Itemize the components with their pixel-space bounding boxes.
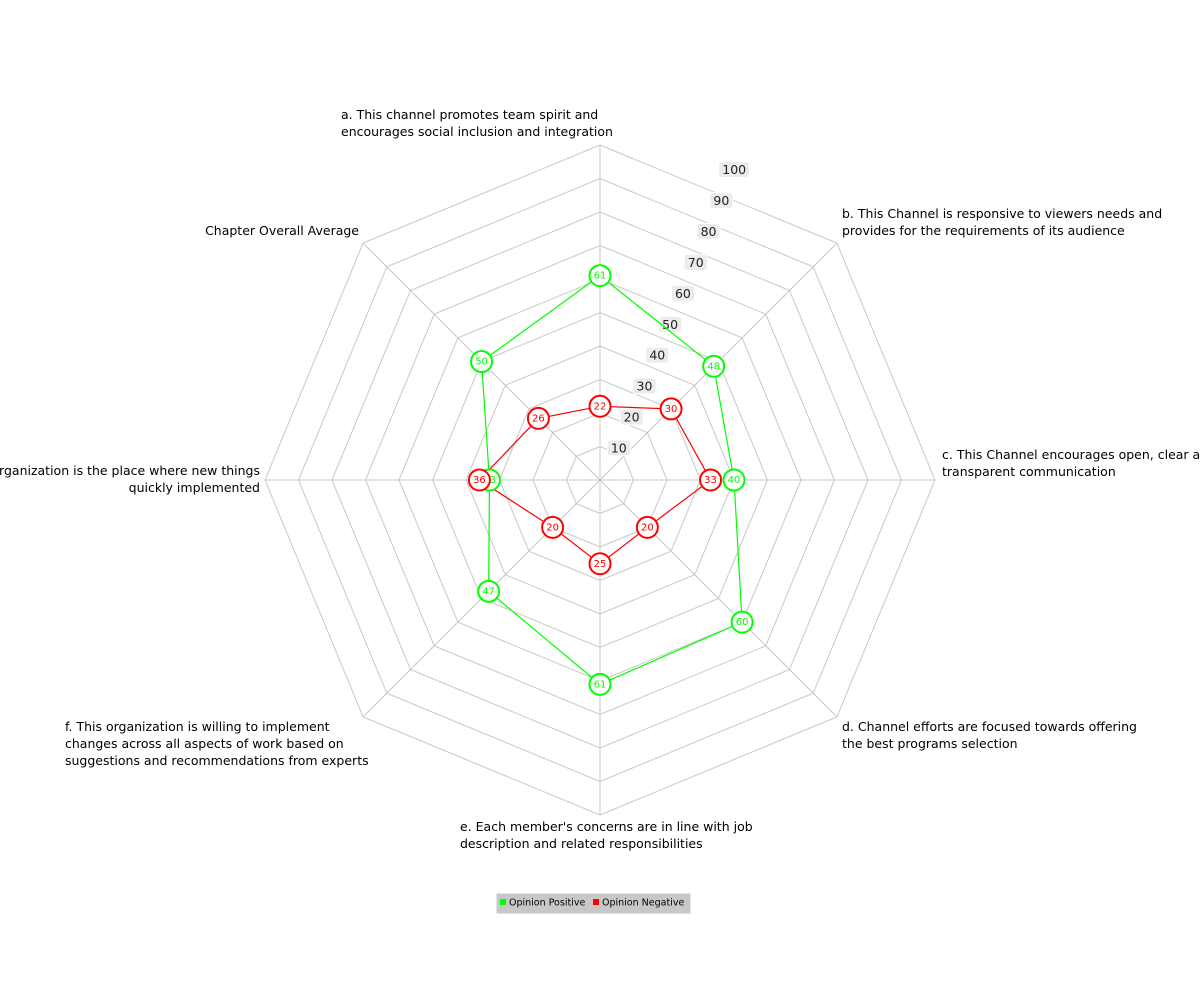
- svg-text:26: 26: [532, 413, 545, 424]
- svg-text:80: 80: [701, 224, 717, 239]
- legend-swatch-negative: [593, 899, 599, 905]
- axis-label: b. This Channel is responsive to viewers…: [842, 206, 1162, 238]
- data-point: 20: [541, 515, 565, 539]
- legend-label-negative: Opinion Negative: [602, 898, 684, 909]
- tick-label: 30: [632, 377, 657, 395]
- tick-label: 10: [606, 439, 631, 457]
- radar-axis-labels: a. This channel promotes team spirit and…: [0, 107, 1200, 851]
- svg-text:22: 22: [594, 401, 607, 412]
- svg-text:61: 61: [594, 271, 607, 282]
- svg-text:100: 100: [722, 162, 746, 177]
- data-point: 20: [635, 515, 659, 539]
- axis-label: organization is the place where new thin…: [0, 463, 260, 495]
- data-point: 60: [730, 610, 754, 634]
- svg-text:50: 50: [662, 317, 678, 332]
- tick-label: 20: [619, 408, 644, 426]
- svg-text:47: 47: [482, 586, 495, 597]
- grid-spoke: [599, 479, 838, 718]
- svg-text:70: 70: [688, 255, 704, 270]
- data-point: 48: [702, 354, 726, 378]
- svg-text:33: 33: [704, 475, 717, 486]
- tick-label: 60: [670, 284, 696, 302]
- legend-swatch-positive: [500, 899, 506, 905]
- tick-label: 100: [718, 161, 751, 179]
- svg-text:36: 36: [473, 475, 486, 486]
- data-point: 33: [699, 468, 723, 492]
- svg-text:48: 48: [707, 361, 720, 372]
- data-point: 50: [470, 350, 494, 374]
- legend-label-positive: Opinion Positive: [509, 898, 585, 909]
- svg-text:30: 30: [637, 379, 653, 394]
- svg-text:61: 61: [594, 679, 607, 690]
- tick-label: 80: [696, 222, 721, 240]
- data-point: 25: [588, 552, 612, 576]
- svg-text:60: 60: [736, 617, 749, 628]
- tick-label: 50: [657, 315, 683, 333]
- svg-text:25: 25: [594, 559, 607, 570]
- data-point: 26: [526, 406, 550, 430]
- tick-label: 90: [709, 191, 734, 209]
- legend: Opinion Positive Opinion Negative: [495, 892, 692, 915]
- svg-text:10: 10: [611, 441, 627, 456]
- data-point: 22: [588, 394, 612, 418]
- svg-text:90: 90: [713, 193, 729, 208]
- svg-text:50: 50: [475, 357, 488, 368]
- svg-text:20: 20: [641, 522, 654, 533]
- data-point: 61: [588, 264, 612, 288]
- axis-label: c. This Channel encourages open, clear a…: [942, 447, 1200, 479]
- axis-label: e. Each member's concerns are in line wi…: [460, 819, 753, 851]
- data-point: 40: [722, 468, 746, 492]
- radar-grid: [264, 144, 936, 816]
- svg-text:20: 20: [624, 410, 640, 425]
- data-point: 47: [477, 579, 501, 603]
- tick-label: 70: [683, 253, 708, 271]
- data-point: 30: [659, 397, 683, 421]
- svg-text:40: 40: [728, 475, 741, 486]
- radar-tick-labels: 10 20 30 40 50 60 70 80 90 100: [606, 161, 751, 457]
- svg-text:30: 30: [665, 404, 678, 415]
- tick-label: 40: [645, 346, 670, 364]
- data-point: 36: [467, 468, 491, 492]
- svg-text:60: 60: [675, 286, 691, 301]
- axis-label: f. This organization is willing to imple…: [65, 719, 369, 768]
- svg-text:20: 20: [546, 522, 559, 533]
- axis-label: a. This channel promotes team spirit and…: [341, 107, 613, 139]
- axis-label: d. Channel efforts are focused towards o…: [842, 719, 1137, 751]
- radar-series: 61484060614733502230332025203626: [467, 264, 754, 696]
- axis-label: Chapter Overall Average: [205, 223, 359, 238]
- data-point: 61: [588, 672, 612, 696]
- svg-text:40: 40: [649, 348, 665, 363]
